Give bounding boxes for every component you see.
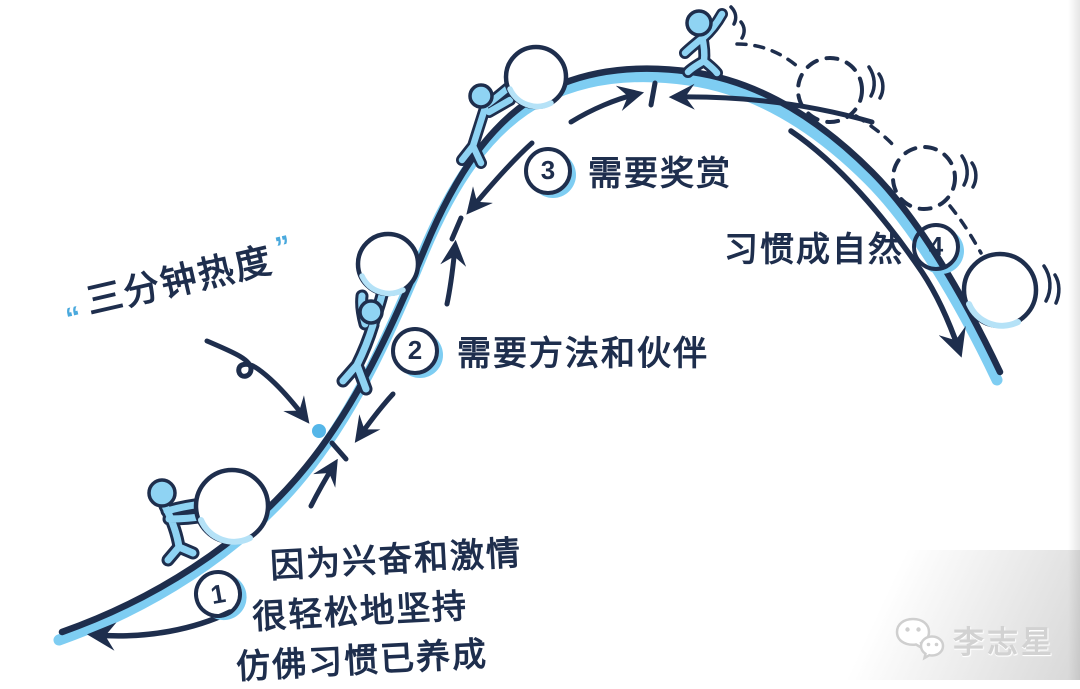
wave-motion-marks (729, 5, 746, 40)
stage-3-text: 需要奖赏 (588, 155, 732, 193)
arrow-down-to-tick-1 (354, 391, 396, 443)
wechat-icon (895, 617, 945, 661)
arrow-enthusiasm-loop (204, 338, 310, 424)
figure-3-head (468, 83, 494, 109)
ball-1 (193, 467, 271, 545)
figure-4-waving (679, 5, 746, 79)
arrow-down-to-tick-2 (466, 140, 535, 215)
flow-arrows (87, 80, 966, 651)
figure-4-head (685, 9, 713, 37)
arrow-left-to-peak (568, 85, 645, 125)
stage-4-number: 4 (912, 222, 960, 271)
ghost-ball-2 (891, 145, 957, 211)
stage-4-text: 习惯成自然 (724, 231, 904, 269)
arrow-down-right-slope (788, 128, 966, 358)
tick-mark-peak (648, 80, 658, 108)
stage-2-label: 2 需要方法和伙伴 (391, 326, 709, 375)
stage-2-number: 2 (391, 326, 439, 375)
arrow-up-to-tick-1 (308, 458, 338, 509)
stage-3-label: 3 需要奖赏 (524, 146, 732, 195)
ghost-ball-1 (796, 56, 864, 124)
tick-mark-1 (329, 440, 349, 462)
ball-3 (503, 44, 569, 110)
arrow-right-to-peak (668, 83, 875, 125)
figure-1-head (147, 478, 177, 508)
stage-4-label: 习惯成自然 4 (724, 222, 960, 271)
arrow-up-to-tick-2 (440, 239, 467, 307)
figure-2-head (358, 299, 384, 325)
ball-4 (961, 251, 1039, 329)
figure-3-pusher (456, 82, 516, 169)
figure-1-pusher (147, 478, 212, 567)
stage-2-text: 需要方法和伙伴 (457, 335, 709, 373)
watermark: 李志星 (893, 616, 1055, 662)
blue-dot-on-curve (312, 424, 326, 438)
figure-2-climber (336, 288, 389, 396)
stage-3-number: 3 (524, 146, 572, 195)
bounce-motion-marks (867, 65, 1061, 305)
ball-2 (355, 231, 421, 297)
tick-mark-2 (449, 215, 464, 242)
arrow-bottom-left (87, 609, 233, 651)
watermark-name: 李志星 (953, 624, 1055, 660)
